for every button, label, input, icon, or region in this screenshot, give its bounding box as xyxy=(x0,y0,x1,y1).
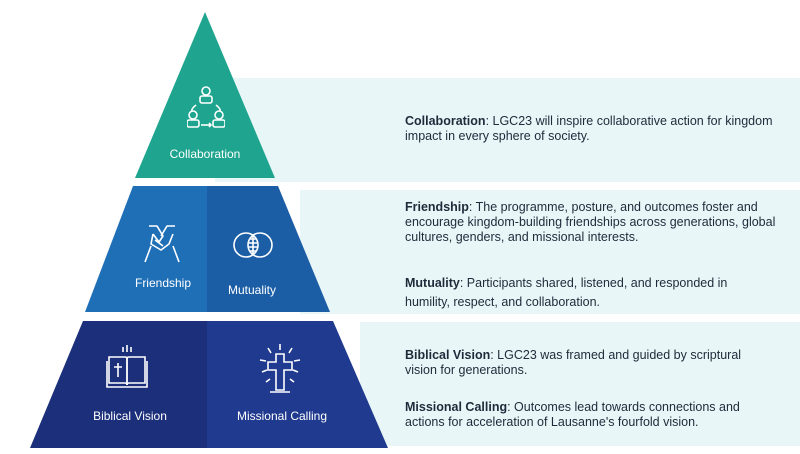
missional-calling-term: Missional Calling xyxy=(405,400,508,414)
people-cycle-icon xyxy=(187,86,225,128)
missional-calling-label: Missional Calling xyxy=(236,409,328,423)
mutuality-term: Mutuality xyxy=(405,276,460,290)
overlapping-circles-icon xyxy=(233,232,273,258)
handshake-icon xyxy=(144,225,180,263)
pyramid-bottom-right xyxy=(207,321,388,448)
pyramid-mid-right xyxy=(207,186,330,312)
mutuality-label: Mutuality xyxy=(227,283,277,297)
friendship-term: Friendship xyxy=(405,200,469,214)
band-bottom xyxy=(360,322,800,446)
collaboration-text: : LGC23 will inspire collaborative actio… xyxy=(405,114,773,143)
missional-calling-description: Missional Calling: Outcomes lead towards… xyxy=(405,400,780,430)
friendship-description: Friendship: The programme, posture, and … xyxy=(405,200,785,245)
biblical-vision-description: Biblical Vision: LGC23 was framed and gu… xyxy=(405,348,775,378)
radiant-cross-icon xyxy=(259,344,301,393)
collaboration-term: Collaboration xyxy=(405,114,486,128)
band-middle xyxy=(300,190,800,314)
biblical-vision-text: : LGC23 was framed and guided by scriptu… xyxy=(405,348,742,377)
biblical-vision-term: Biblical Vision xyxy=(405,348,491,362)
friendship-label: Friendship xyxy=(134,276,192,290)
band-top xyxy=(215,78,800,182)
mutuality-description: Mutuality: Participants shared, listened… xyxy=(405,274,765,312)
collaboration-label: Collaboration xyxy=(169,147,241,161)
biblical-vision-label: Biblical Vision xyxy=(93,409,167,423)
pyramid-bottom-left xyxy=(30,321,207,448)
collaboration-description: Collaboration: LGC23 will inspire collab… xyxy=(405,114,775,144)
missional-calling-text: : Outcomes lead towards connections and … xyxy=(405,400,740,429)
open-bible-icon xyxy=(106,345,148,388)
friendship-text: : The programme, posture, and outcomes f… xyxy=(405,200,776,244)
mutuality-text: : Participants shared, listened, and res… xyxy=(405,276,728,309)
pyramid-mid-left xyxy=(85,186,207,312)
